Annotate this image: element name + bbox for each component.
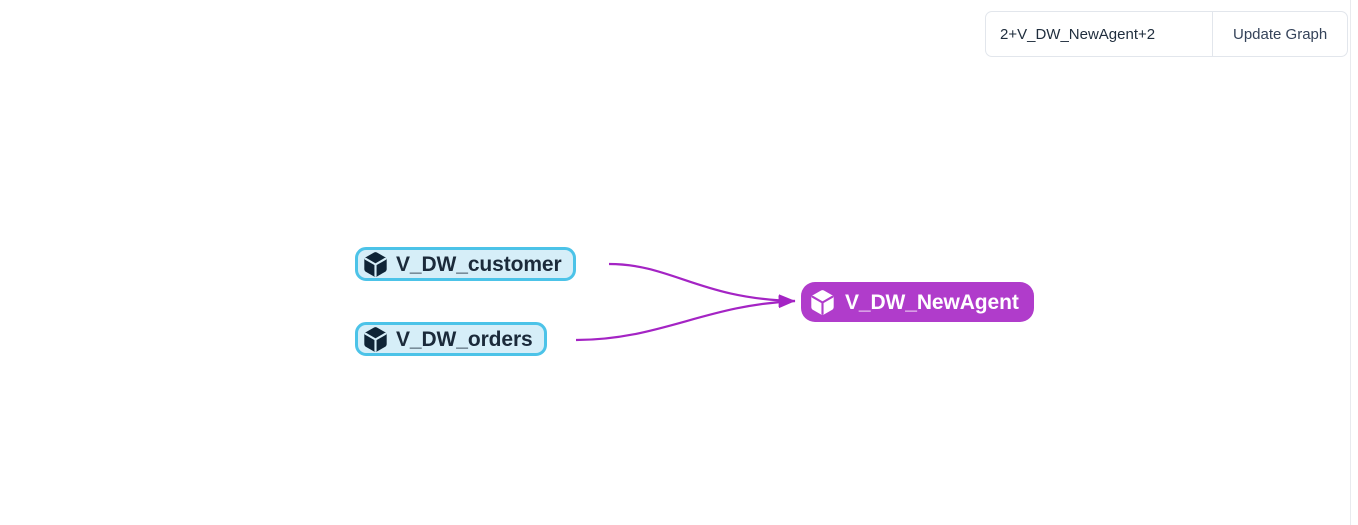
update-graph-button[interactable]: Update Graph [1213,12,1347,56]
graph-toolbar: Update Graph [985,11,1349,57]
cube-icon [809,289,836,316]
graph-node-v-dw-newagent[interactable]: V_DW_NewAgent [801,282,1034,322]
toolbar-divider [1212,12,1213,56]
cube-icon [362,326,389,353]
cube-icon [362,251,389,278]
graph-node-v-dw-customer[interactable]: V_DW_customer [355,247,576,281]
edge-orders-to-newagent[interactable] [575,295,796,342]
graph-node-label: V_DW_NewAgent [845,290,1019,314]
graph-expression-input[interactable] [986,12,1212,56]
right-rail-divider [1350,0,1351,525]
graph-node-label: V_DW_customer [396,252,562,276]
edge-customer-to-newagent[interactable] [608,262,796,308]
graph-node-label: V_DW_orders [396,327,533,351]
graph-node-v-dw-orders[interactable]: V_DW_orders [355,322,547,356]
